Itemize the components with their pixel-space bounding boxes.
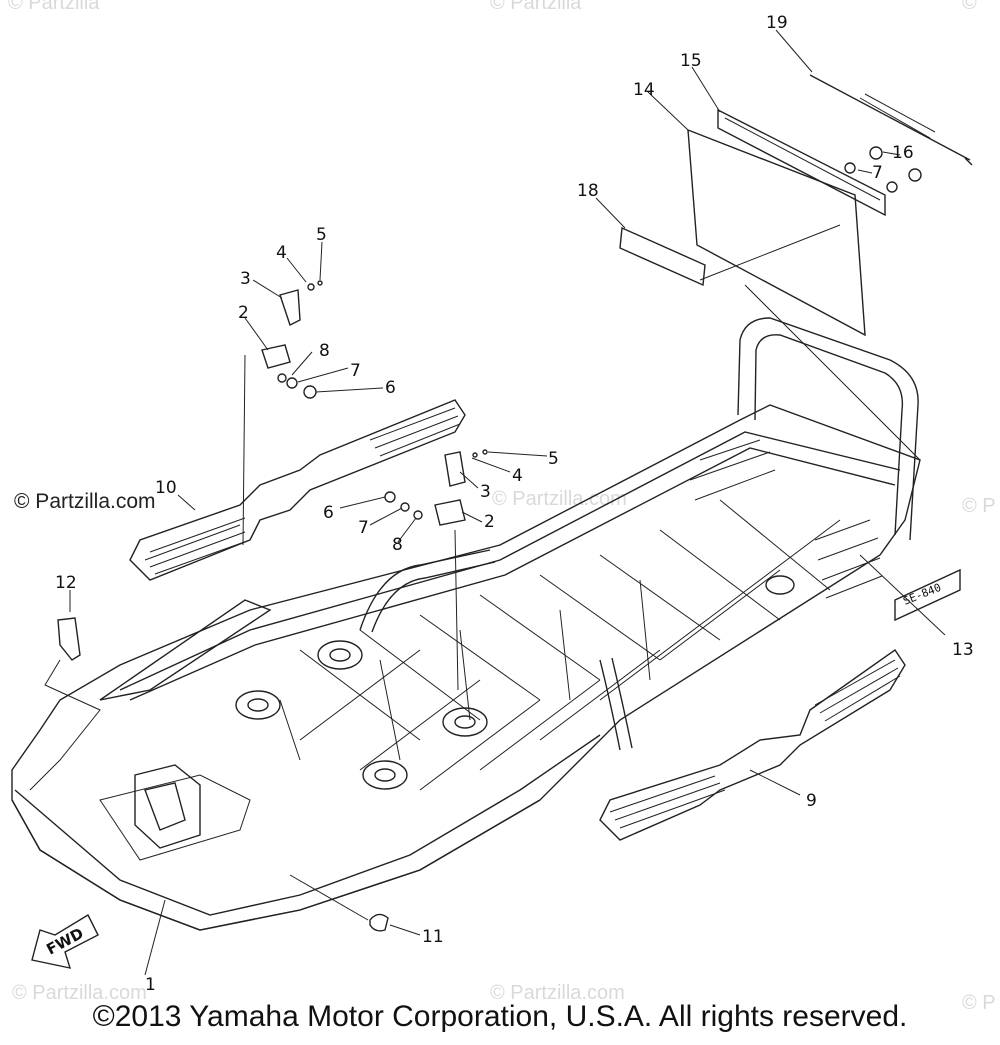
callout-6: 6 <box>323 503 334 523</box>
callout-6: 6 <box>385 378 396 398</box>
callout-7: 7 <box>358 518 369 538</box>
footrest-right <box>599 649 906 841</box>
callout-11: 11 <box>422 927 444 947</box>
leader-lines <box>144 29 901 976</box>
frame-body <box>11 317 921 931</box>
callout-8: 8 <box>319 341 330 361</box>
callout-16: 16 <box>892 143 914 163</box>
rear-panel-assembly <box>619 108 921 461</box>
callout-12: 12 <box>55 573 77 593</box>
watermark: © Partzilla.com <box>490 982 625 1004</box>
footrest-left <box>129 399 466 581</box>
decal-text: SE-840 <box>901 581 943 608</box>
callout-7: 7 <box>872 163 883 183</box>
watermark: © Partzilla <box>8 0 100 14</box>
callout-10: 10 <box>155 478 177 498</box>
callout-7: 7 <box>350 361 361 381</box>
callout-5: 5 <box>316 225 327 245</box>
watermark: © Partzilla <box>490 0 582 14</box>
partzilla-logo: © Partzilla.com <box>14 490 156 513</box>
callout-19: 19 <box>766 13 788 33</box>
callout-2: 2 <box>238 303 249 323</box>
hardware-right <box>844 146 922 193</box>
callout-5: 5 <box>548 449 559 469</box>
fwd-arrow-icon: FWD <box>31 914 99 969</box>
plug-11 <box>289 874 421 936</box>
watermark: © Partzilla.com <box>12 982 147 1004</box>
callout-4: 4 <box>512 466 523 486</box>
callout-1: 1 <box>145 975 156 995</box>
callout-4: 4 <box>276 243 287 263</box>
copyright-notice: ©2013 Yamaha Motor Corporation, U.S.A. A… <box>92 1000 908 1033</box>
callout-13: 13 <box>952 640 974 660</box>
decal-13: SE-840 <box>859 554 961 636</box>
callout-3: 3 <box>480 482 491 502</box>
hardware-center <box>384 449 488 691</box>
rod-19 <box>809 74 973 166</box>
callout-labels: 1 2 2 3 3 4 4 5 5 6 6 7 7 7 8 8 9 10 11 … <box>55 13 974 995</box>
callout-14: 14 <box>633 80 655 100</box>
watermark: © P <box>962 992 996 1014</box>
bracket-12 <box>29 590 101 791</box>
callout-9: 9 <box>806 791 817 811</box>
hardware-left <box>242 280 323 546</box>
callout-3: 3 <box>240 269 251 289</box>
callout-15: 15 <box>680 51 702 71</box>
watermark: © Partzilla.com <box>492 488 627 510</box>
callout-18: 18 <box>577 181 599 201</box>
watermark: © <box>962 0 977 14</box>
callout-2: 2 <box>484 512 495 532</box>
watermark: © P <box>962 495 996 517</box>
callout-8: 8 <box>392 535 403 555</box>
